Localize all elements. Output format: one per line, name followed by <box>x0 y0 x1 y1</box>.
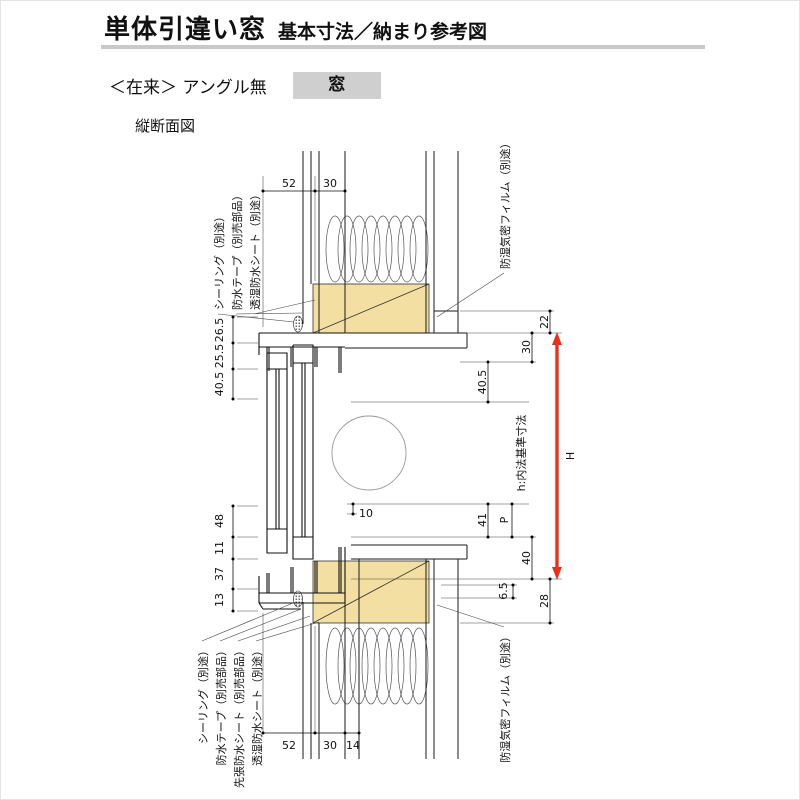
sash-exterior <box>266 352 288 554</box>
callout-vapor-film-top: 防湿気密フィルム（別途） <box>498 137 512 269</box>
callout-leader-lines <box>201 272 505 642</box>
title-underline <box>101 45 705 49</box>
inner-height-note: h:内法基準寸法 <box>514 415 528 492</box>
section-view-label: 縦断面図 <box>135 117 196 135</box>
dim-left-40_5: 40.5 <box>213 372 226 397</box>
sealant-bead-upper <box>293 315 303 333</box>
dim-left-48: 48 <box>213 514 226 528</box>
dim-right-28: 28 <box>538 594 551 608</box>
dim-left-13: 13 <box>213 593 226 607</box>
callout-waterproof-tape-top: 防水テープ（別売部品） <box>230 190 244 310</box>
title-sub: 基本寸法／納まり参考図 <box>278 21 488 43</box>
dim-right-22: 22 <box>538 315 551 329</box>
height-arrow-head-bottom <box>552 567 562 580</box>
callout-breathable-sheet-bottom: 透湿防水シート（別途） <box>250 645 264 766</box>
wood-diagonal-marks <box>312 283 430 624</box>
dimension-ticks <box>231 189 552 735</box>
callout-vapor-film-bottom: 防湿気密フィルム（別途） <box>498 631 512 763</box>
sash-interior <box>292 344 314 560</box>
dimension-extension-lines <box>237 176 562 733</box>
wall-structure-lines <box>302 151 468 759</box>
dim-right-40_5: 40.5 <box>476 370 489 395</box>
dim-left-26_5: 26.5 <box>213 318 226 343</box>
dim-bottom-14: 14 <box>346 739 360 752</box>
callout-sealing-bottom: シーリング（別途） <box>196 645 210 744</box>
dim-right-6_5: 6.5 <box>497 582 510 600</box>
dim-top-52: 52 <box>282 177 296 190</box>
title-main: 単体引違い窓 <box>104 15 267 45</box>
dim-center-10: 10 <box>359 507 373 520</box>
sealant-bead-lower <box>293 590 303 608</box>
dim-right-40: 40 <box>520 551 533 565</box>
callout-breathable-sheet-top: 透湿防水シート（別途） <box>248 189 262 310</box>
sealant-beads <box>293 315 303 608</box>
height-label-h: H <box>564 452 577 460</box>
construction-type-label: ＜在来＞ アングル無 <box>109 78 267 98</box>
height-dimension-arrow <box>552 332 562 580</box>
handle-clearance-circle <box>331 415 407 491</box>
height-arrow-head-top <box>552 332 562 345</box>
dim-left-25_5: 25.5 <box>213 344 226 369</box>
wood-framing-blocks <box>312 283 430 624</box>
dim-left-11: 11 <box>213 541 226 555</box>
dim-right-41: 41 <box>476 513 489 527</box>
callout-waterproof-tape-bottom: 防水テープ（別売部品） <box>214 645 228 765</box>
dim-bottom-30: 30 <box>323 739 337 752</box>
dim-left-37: 37 <box>213 567 226 581</box>
page-title: 単体引違い窓基本寸法／納まり参考図 <box>104 9 487 46</box>
dim-top-30: 30 <box>323 177 337 190</box>
dim-bottom-52: 52 <box>282 739 296 752</box>
subtitle-row: ＜在来＞ アングル無 窓 <box>109 72 381 99</box>
callout-pre-applied-sheet-bottom: 先張防水シート（別売部品） <box>232 645 246 788</box>
callout-sealing-top: シーリング（別途） <box>212 211 226 310</box>
dim-right-p: P <box>498 516 511 523</box>
window-type-tag: 窓 <box>292 72 381 99</box>
dim-right-30: 30 <box>520 340 533 354</box>
dimension-lines <box>232 190 551 734</box>
